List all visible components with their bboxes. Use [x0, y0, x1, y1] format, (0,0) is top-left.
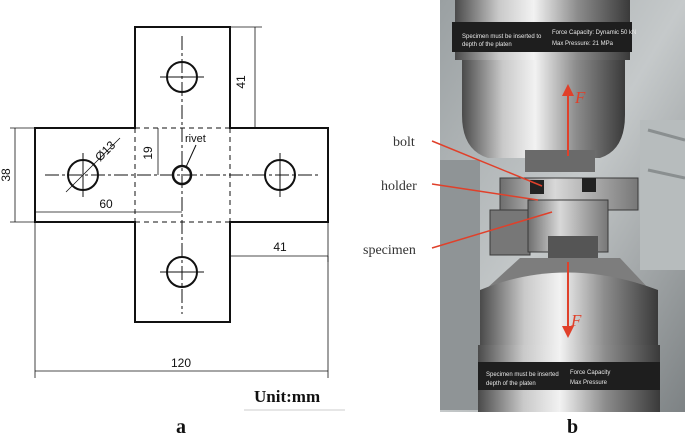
callout-line-bolt	[431, 140, 543, 187]
svg-text:depth of the platen: depth of the platen	[486, 381, 536, 387]
fixture	[489, 177, 639, 258]
svg-text:Specimen must be inserted to: Specimen must be inserted to	[462, 34, 542, 40]
panel-label-b: b	[567, 416, 578, 438]
dim-line-hole-diameter	[65, 137, 121, 193]
callout-line-holder	[431, 183, 539, 201]
hole-bottom	[160, 256, 204, 288]
hole-top	[160, 61, 204, 93]
force-label-bottom: F	[570, 311, 582, 330]
callout-holder: holder	[381, 179, 417, 194]
rivet-circle	[171, 164, 193, 186]
dim-rivet-offset: 19	[141, 146, 155, 160]
unit-label: Unit:mm	[254, 387, 320, 406]
svg-text:Specimen must be inserted: Specimen must be inserted	[486, 372, 559, 378]
dim-bottom-arm: 41	[273, 240, 287, 254]
svg-text:Max Pressure: Max Pressure	[570, 380, 608, 386]
callout-bolt: bolt	[393, 135, 415, 150]
dim-cross-height: 38	[0, 168, 13, 182]
hole-right	[264, 153, 296, 197]
svg-text:Force Capacity: Force Capacity	[570, 370, 610, 376]
svg-text:depth of the platen: depth of the platen	[462, 42, 512, 48]
lower-grip: Force Capacity Max Pressure Specimen mus…	[478, 258, 660, 412]
rivet-leader	[185, 144, 197, 168]
panel-label-a: a	[176, 416, 186, 438]
panel-a-drawing: rivet 41 38 19 Ø13 60 41 120 Unit:mm	[0, 26, 345, 438]
rivet-label: rivet	[185, 133, 206, 145]
dim-top-arm: 41	[234, 75, 248, 89]
callout-line-specimen	[431, 211, 553, 249]
force-label-top: F	[574, 88, 586, 107]
force-arrow-up	[562, 84, 574, 156]
svg-text:Max Pressure: 21 MPa: Max Pressure: 21 MPa	[552, 41, 614, 47]
svg-text:Force Capacity: Dynamic 50 kN: Force Capacity: Dynamic 50 kN	[552, 30, 636, 36]
dim-total-width: 120	[171, 356, 191, 370]
force-arrow-down	[562, 262, 574, 338]
dim-hole-diameter: Ø13	[92, 138, 118, 164]
callout-specimen: specimen	[363, 243, 416, 258]
panel-b-photo: Force Capacity: Dynamic 50 kN Max Pressu…	[363, 0, 685, 438]
upper-grip: Force Capacity: Dynamic 50 kN Max Pressu…	[452, 0, 636, 172]
dim-hole-spacing: 60	[99, 197, 113, 211]
